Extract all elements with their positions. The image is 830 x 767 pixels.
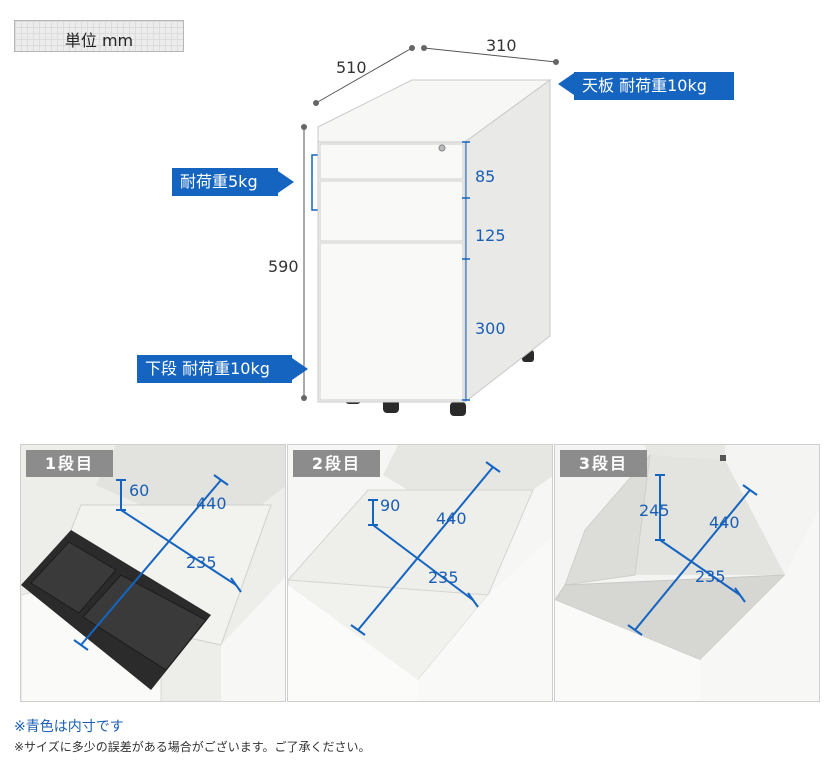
drawer-3-front <box>319 242 464 401</box>
dim-dot <box>553 59 559 65</box>
drawer-1-photo <box>21 445 285 701</box>
dim-dot <box>421 45 427 51</box>
cabinet-illustration <box>301 45 559 416</box>
drawer-load-tag: 耐荷重5kg <box>172 168 278 196</box>
unit-label-box: 単位 mm <box>14 20 184 52</box>
depth-dimension-line <box>315 47 413 104</box>
unit-label: 単位 mm <box>64 31 134 50</box>
arrow-left-icon <box>558 73 574 95</box>
panel-2-width: 235 <box>428 568 459 587</box>
drawer-2-front <box>319 180 464 242</box>
depth-dimension: 510 <box>336 58 367 77</box>
dim-dot <box>409 45 415 51</box>
panel-3-depth: 440 <box>709 513 740 532</box>
drawer-3-dimension: 300 <box>475 319 506 338</box>
panel-2-height: 90 <box>380 496 401 515</box>
height-dimension: 590 <box>268 257 299 276</box>
panel-3-label: 3段目 <box>560 450 647 477</box>
dim-dot <box>301 124 307 130</box>
inner-dimension-note: ※青色は内寸です <box>14 719 124 735</box>
panel-2-depth: 440 <box>436 509 467 528</box>
dim-dot <box>313 100 319 106</box>
width-dimension-line <box>423 47 557 63</box>
panel-1-height: 60 <box>129 481 150 500</box>
drawer-2-panel: 2段目 90 440 235 <box>287 444 553 702</box>
lock-icon <box>438 144 446 152</box>
drawer-2-dimension: 125 <box>475 226 506 245</box>
top-load-tag: 天板 耐荷重10kg <box>574 72 734 100</box>
panel-3-height: 245 <box>639 501 670 520</box>
drawer-3-panel: 3段目 245 440 235 <box>554 444 820 702</box>
drawer-3-photo <box>555 445 819 701</box>
bottom-load-tag: 下段 耐荷重10kg <box>137 355 292 383</box>
drawer-bracket <box>311 154 318 211</box>
dim-dot <box>301 395 307 401</box>
panel-1-depth: 440 <box>196 494 227 513</box>
tolerance-note: ※サイズに多少の誤差がある場合がございます。ご了承ください。 <box>14 740 371 754</box>
width-dimension: 310 <box>486 36 517 55</box>
drawer-1-panel: 1段目 60 440 235 <box>20 444 286 702</box>
panel-3-width: 235 <box>695 567 726 586</box>
arrow-right-icon <box>292 358 308 380</box>
arrow-right-icon <box>278 171 294 193</box>
panel-1-width: 235 <box>186 553 217 572</box>
drawer-2-photo <box>288 445 552 701</box>
panel-2-label: 2段目 <box>293 450 380 477</box>
panel-1-label: 1段目 <box>26 450 113 477</box>
drawer-1-dimension: 85 <box>475 167 496 186</box>
